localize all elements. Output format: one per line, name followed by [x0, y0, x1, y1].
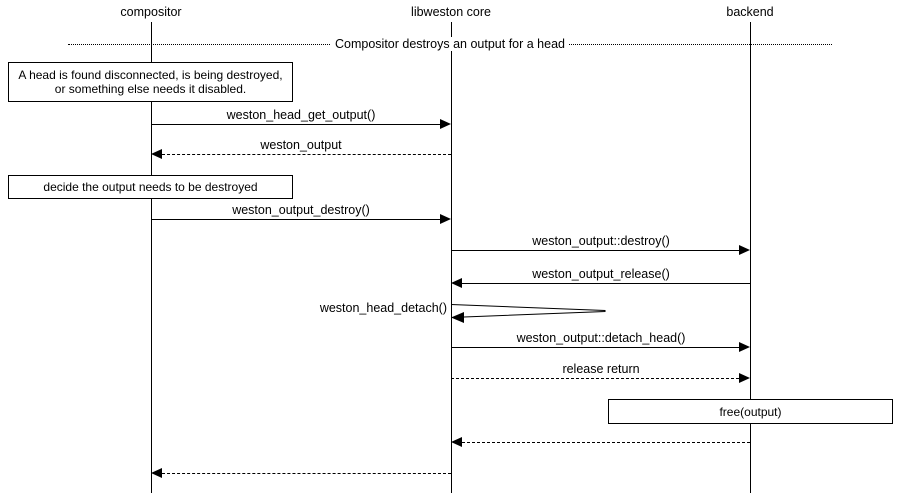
- message-line-release-return: [451, 378, 739, 379]
- message-label-weston-head-get-output: weston_head_get_output(): [223, 108, 379, 122]
- actor-label-compositor: compositor: [120, 5, 182, 19]
- note-decide-destroy: decide the output needs to be destroyed: [8, 175, 293, 199]
- arrowhead-right-icon: [739, 342, 750, 352]
- arrowhead-left-icon: [151, 149, 162, 159]
- message-label-weston-output-detach-head: weston_output::detach_head(): [513, 331, 689, 345]
- arrowhead-right-icon: [440, 119, 451, 129]
- arrowhead-left-icon: [151, 468, 162, 478]
- arrowhead-right-icon: [440, 214, 451, 224]
- arrowhead-right-icon: [739, 373, 750, 383]
- message-line-weston-output-release: [462, 283, 750, 284]
- message-line-weston-output-destroy-vfunc: [451, 250, 739, 251]
- message-line-weston-output-detach-head: [451, 347, 739, 348]
- lifeline-libweston-core: [451, 22, 452, 493]
- message-label-weston-output: weston_output: [257, 138, 345, 152]
- actor-label-backend: backend: [726, 5, 774, 19]
- message-line-weston-output: [162, 154, 451, 155]
- message-label-weston-output-release: weston_output_release(): [529, 267, 673, 281]
- message-line-backend-return: [462, 442, 750, 443]
- activation-box-free-output: free(output): [608, 399, 893, 424]
- message-label-release-return: release return: [559, 362, 643, 376]
- actor-label-libweston-core: libweston core: [411, 5, 491, 19]
- lifeline-backend: [750, 22, 751, 493]
- separator-label: Compositor destroys an output for a head: [331, 37, 569, 51]
- message-line-weston-output-destroy: [151, 219, 440, 220]
- selfcall-arrow-weston-head-detach: [451, 304, 606, 323]
- arrowhead-left-icon: [451, 437, 462, 447]
- message-label-weston-output-destroy-vfunc: weston_output::destroy(): [529, 234, 673, 248]
- message-label-weston-head-detach: weston_head_detach(): [316, 301, 449, 315]
- message-line-weston-head-get-output: [151, 124, 440, 125]
- lifeline-compositor: [151, 22, 152, 493]
- arrowhead-right-icon: [739, 245, 750, 255]
- note-head-disconnected: A head is found disconnected, is being d…: [8, 62, 293, 102]
- message-label-weston-output-destroy: weston_output_destroy(): [229, 203, 373, 217]
- arrowhead-left-icon: [451, 278, 462, 288]
- message-line-libweston-return: [162, 473, 451, 474]
